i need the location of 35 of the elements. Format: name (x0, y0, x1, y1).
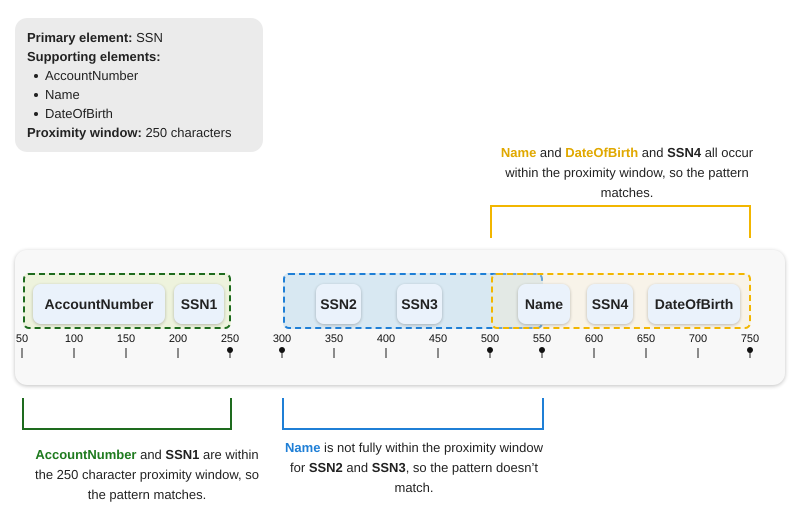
element-chip: SSN1 (174, 284, 224, 324)
info-text: Primary element: SSN (27, 29, 164, 47)
tick-label: 650 (636, 332, 656, 347)
dashed-window (23, 273, 231, 329)
tick-label: 400 (376, 332, 396, 347)
tick-label: 300 (272, 332, 292, 347)
tick-label: 750 (740, 332, 760, 347)
tick-label: 50 (14, 332, 30, 347)
element-chip: Name (518, 284, 570, 324)
info-text: Proximity window: 250 characters (27, 124, 232, 142)
tick-label: 100 (64, 332, 84, 347)
tick-label: 200 (168, 332, 188, 347)
tick-label: 450 (428, 332, 448, 347)
annotation-text: AccountNumber and SSN1 are within the 250 character proximity window, so the pattern matches. (34, 446, 260, 504)
dashed-window (491, 273, 751, 329)
tick-label: 150 (116, 332, 136, 347)
element-chip: DateOfBirth (648, 284, 740, 324)
tick-label: 250 (220, 332, 240, 347)
tick-label: 600 (584, 332, 604, 347)
tick-label: 350 (324, 332, 344, 347)
info-card (15, 18, 263, 152)
annotation-text: Name and DateOfBirth and SSN4 all occur within the proximity window, so the pattern matches. (500, 144, 754, 202)
annotation-text: Name is not fully within the proximity window for SSN2 and SSN3, so the pattern doesn’t match. (284, 439, 544, 497)
tick-label: 550 (532, 332, 552, 347)
element-chip: SSN2 (316, 284, 361, 324)
bullet-item: Name (27, 85, 251, 104)
element-chip: SSN3 (397, 284, 442, 324)
tick-label: 700 (688, 332, 708, 347)
info-text: Supporting elements: (27, 48, 162, 66)
element-chip: AccountNumber (33, 284, 165, 324)
timeline-panel (15, 250, 785, 385)
bullet-item: DateOfBirth (27, 104, 251, 123)
tick-label: 500 (480, 332, 500, 347)
bullet-item: AccountNumber (27, 66, 251, 85)
element-chip: SSN4 (587, 284, 633, 324)
